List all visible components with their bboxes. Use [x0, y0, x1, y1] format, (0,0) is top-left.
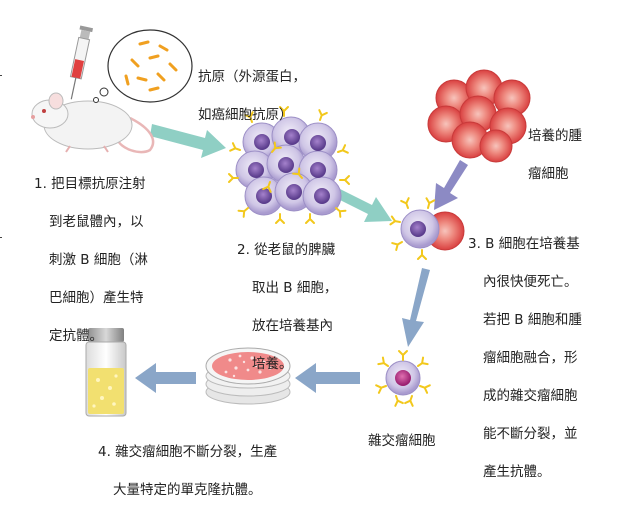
antigen-label: 抗原（外源蛋白， 如癌細胞抗原） — [198, 49, 306, 144]
tumor-cells-label: 培養的腫 瘤細胞 — [528, 108, 582, 203]
step1-line: 定抗體。 — [49, 328, 103, 344]
step2-line: 放在培養基內 — [252, 318, 333, 334]
step2-line: 2. 從老鼠的脾臟 — [237, 242, 336, 258]
antibody-vial-icon — [85, 328, 127, 417]
edge-tick — [0, 75, 2, 76]
step2-line: 取出 B 細胞， — [252, 280, 338, 296]
arrow-dish-to-vial — [135, 363, 196, 393]
tumor-label-line: 瘤細胞 — [528, 166, 569, 182]
mouse-icon — [31, 92, 155, 154]
diagram-canvas — [31, 25, 531, 417]
petri-dish-icon — [205, 347, 291, 405]
arrow-hybridoma-to-dish — [295, 363, 360, 393]
step4-line: 4. 雜交瘤細胞不斷分裂，生產 — [98, 444, 278, 460]
arrow-spleen-to-fusion — [334, 188, 392, 222]
edge-tick — [0, 237, 2, 238]
step3-line: 產生抗體。 — [483, 464, 551, 480]
antigen-label-line: 如癌細胞抗原） — [198, 107, 293, 123]
step4-line: 大量特定的單克隆抗體。 — [113, 482, 262, 498]
step3-text: 3. B 細胞在培養基 內很快便死亡。 若把 B 細胞和腫 瘤細胞融合，形 成的… — [468, 216, 582, 501]
step2-text: 2. 從老鼠的脾臟 取出 B 細胞， 放在培養基內 培養。 — [237, 222, 337, 393]
step3-line: 內很快便死亡。 — [483, 274, 578, 290]
tumor-cell-cluster-icon — [427, 69, 531, 163]
antigen-bubble-icon — [93, 29, 193, 103]
step3-line: 能不斷分裂，並 — [483, 426, 578, 442]
syringe-icon — [69, 25, 94, 100]
hybridoma-label-text: 雜交瘤細胞 — [368, 433, 436, 449]
step3-line: 3. B 細胞在培養基 — [468, 236, 580, 252]
arrow-tumor-to-fusion — [434, 160, 468, 210]
hybridoma-cell-icon — [375, 350, 431, 407]
step1-line: 巴細胞）產生特 — [49, 290, 144, 306]
b-cell-cluster-icon — [228, 106, 350, 224]
tumor-label-line: 培養的腫 — [528, 128, 582, 144]
step1-text: 1. 把目標抗原注射 到老鼠體內，以 刺激 B 細胞（淋 巴細胞）產生特 定抗體… — [34, 156, 148, 365]
arrow-mouse-to-spleen — [150, 124, 226, 158]
arrow-fusion-to-hybridoma — [402, 268, 430, 347]
step3-line: 成的雜交瘤細胞 — [483, 388, 578, 404]
step1-line: 刺激 B 細胞（淋 — [49, 252, 148, 268]
step3-line: 若把 B 細胞和腫 — [483, 312, 582, 328]
fusion-cell-icon — [389, 197, 465, 260]
step1-line: 1. 把目標抗原注射 — [34, 176, 146, 192]
hybridoma-label: 雜交瘤細胞 — [368, 413, 436, 470]
antigen-label-line: 抗原（外源蛋白， — [198, 69, 306, 85]
step2-line: 培養。 — [252, 356, 293, 372]
step3-line: 瘤細胞融合，形 — [483, 350, 578, 366]
step1-line: 到老鼠體內，以 — [49, 214, 144, 230]
step4-text: 4. 雜交瘤細胞不斷分裂，生產 大量特定的單克隆抗體。 — [98, 424, 277, 519]
